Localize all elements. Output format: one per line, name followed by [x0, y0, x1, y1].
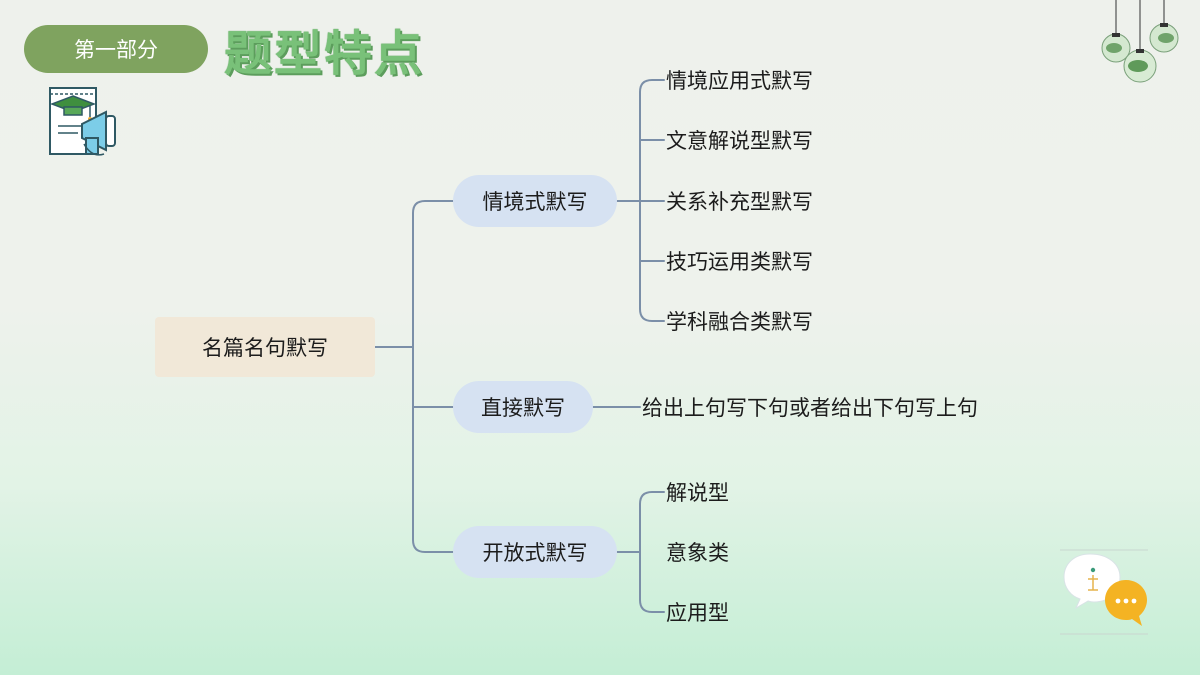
leaf-open-1: 解说型	[666, 481, 729, 505]
leaf-open-3: 应用型	[666, 601, 729, 625]
leaf-open-2: 意象类	[666, 541, 729, 565]
certificate-graduation-icon	[49, 87, 116, 156]
branch-situational: 情境式默写	[453, 175, 617, 227]
chat-bubbles-icon	[1060, 549, 1148, 635]
mindmap-root: 名篇名句默写	[155, 317, 375, 377]
hanging-lamps-icon	[1101, 0, 1179, 83]
leaf-situational-3: 关系补充型默写	[666, 190, 813, 214]
branch-open: 开放式默写	[453, 526, 617, 578]
leaf-direct-1: 给出上句写下句或者给出下句写上句	[642, 396, 978, 420]
section-badge: 第一部分	[24, 25, 208, 73]
leaf-situational-5: 学科融合类默写	[666, 310, 813, 334]
leaf-situational-1: 情境应用式默写	[666, 69, 813, 93]
leaf-situational-2: 文意解说型默写	[666, 129, 813, 153]
branch-direct: 直接默写	[453, 381, 593, 433]
page-title: 题型特点	[224, 26, 425, 82]
leaf-situational-4: 技巧运用类默写	[666, 250, 813, 274]
